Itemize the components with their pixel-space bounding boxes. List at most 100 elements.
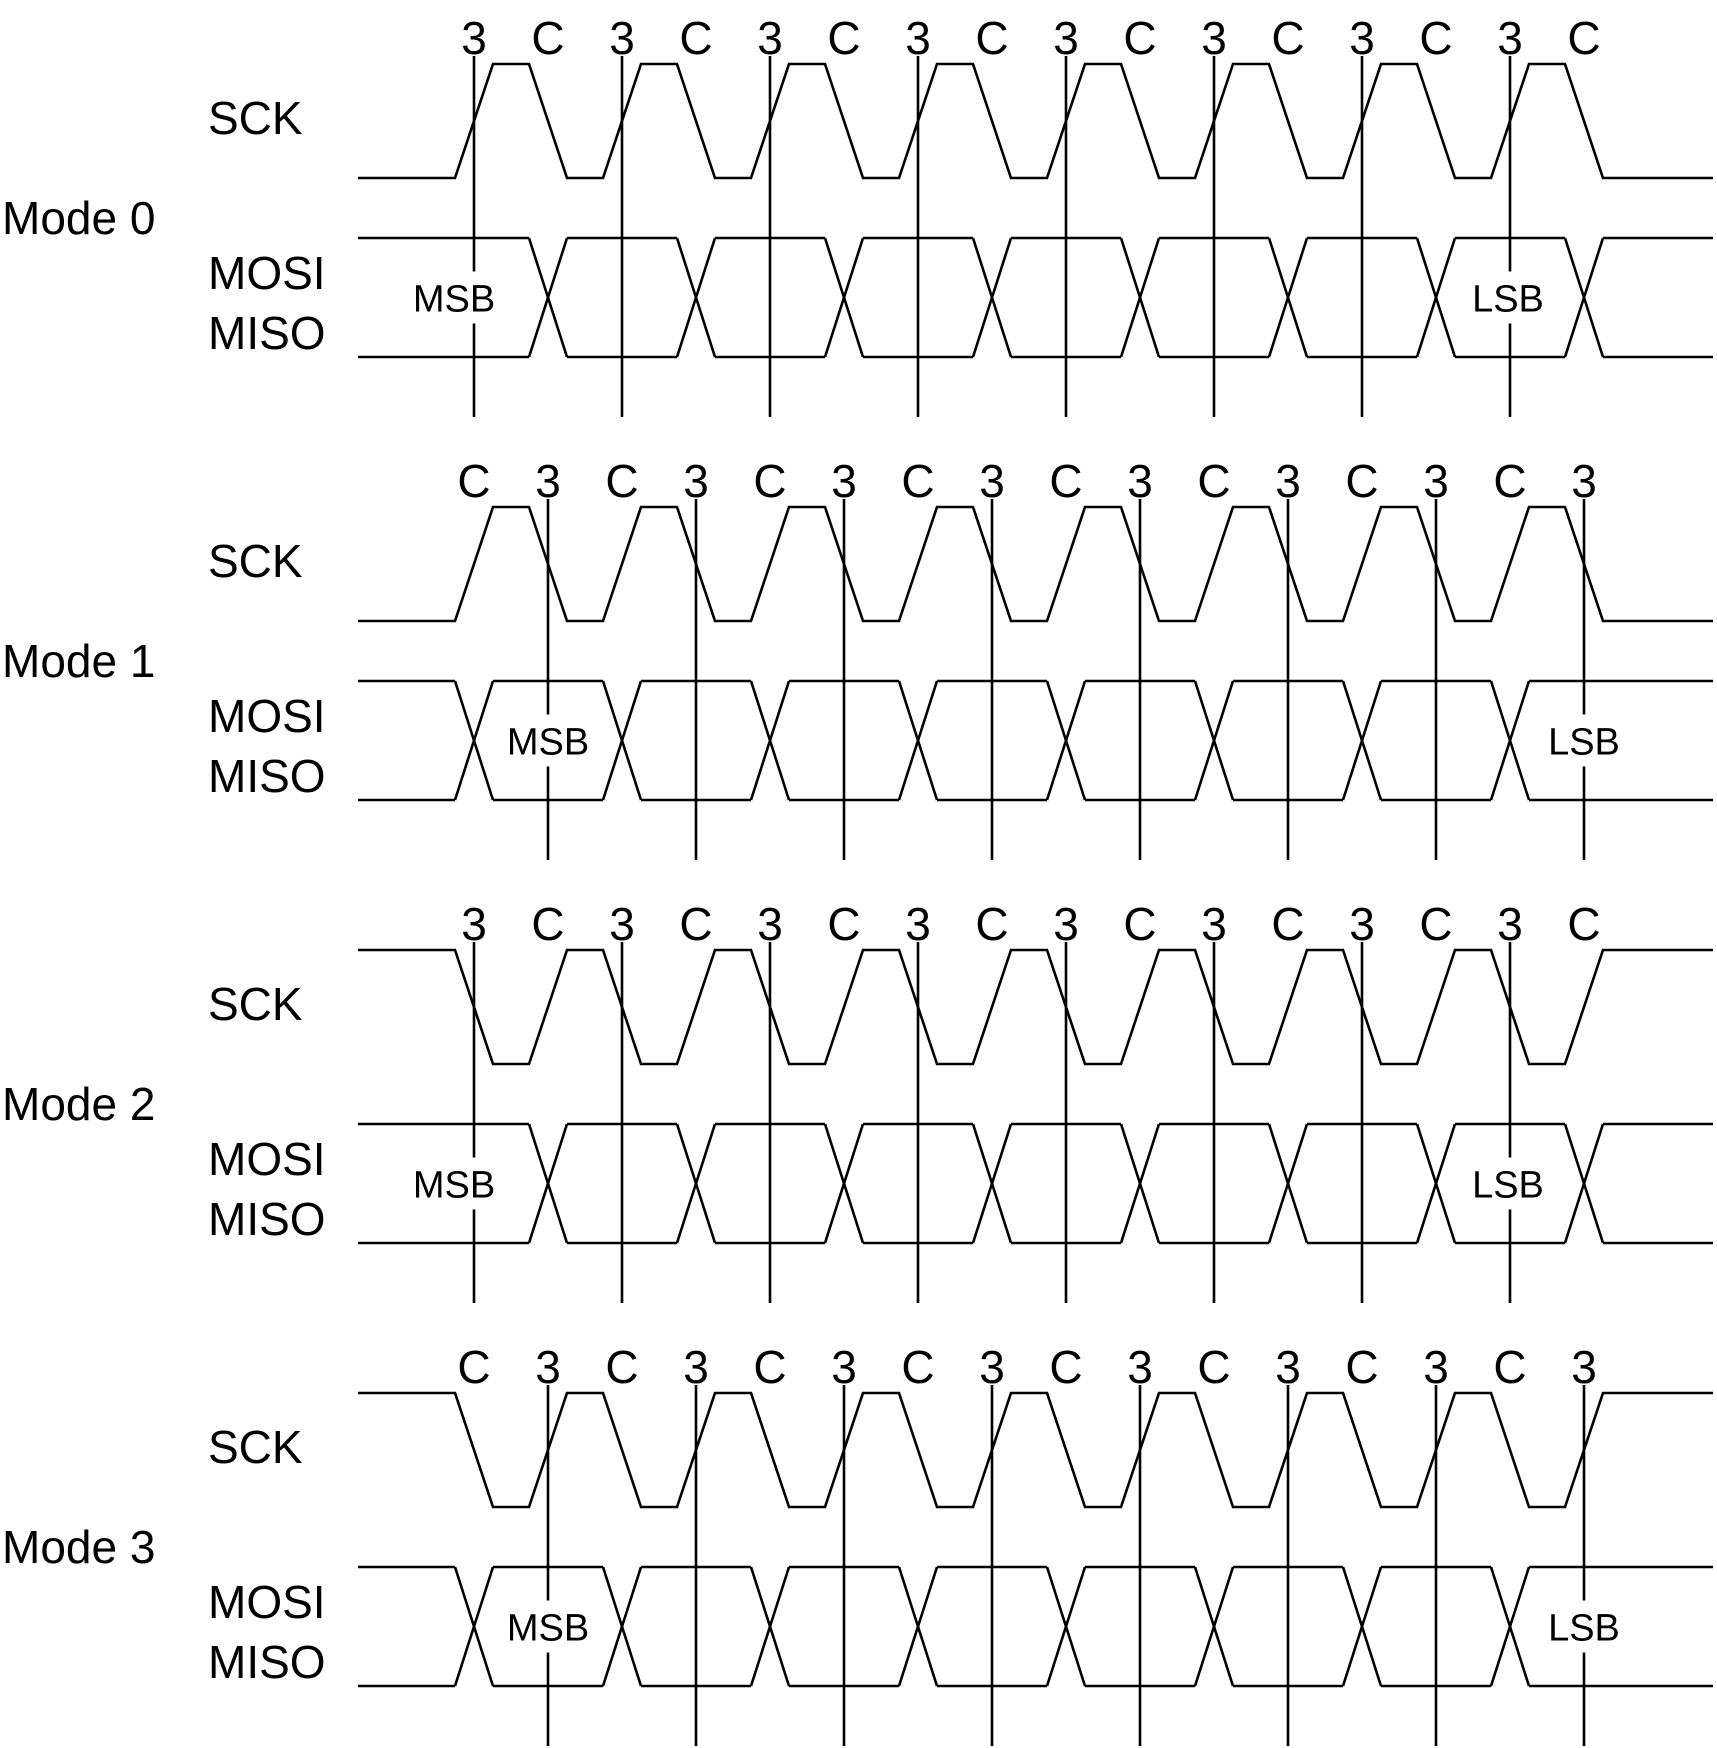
- edge-label: C: [753, 455, 786, 507]
- mode-label: Mode 1: [2, 635, 155, 687]
- mode-label: Mode 0: [2, 192, 155, 244]
- data-crossing: [1119, 1123, 1161, 1244]
- edge-label: C: [1493, 1341, 1526, 1393]
- msb-label: MSB: [413, 1165, 495, 1207]
- data-crossing: [1341, 1566, 1383, 1687]
- data-crossing: [1045, 680, 1087, 801]
- edge-label: C: [605, 1341, 638, 1393]
- edge-label: C: [1123, 898, 1156, 950]
- edge-label: C: [753, 1341, 786, 1393]
- data-crossing: [453, 1566, 495, 1687]
- sck-waveform: [358, 505, 1713, 623]
- msb-label: MSB: [507, 1608, 589, 1650]
- edge-label: 3: [1275, 1341, 1301, 1393]
- edge-label: 3: [461, 12, 487, 64]
- edge-label: C: [457, 455, 490, 507]
- sck-label: SCK: [208, 535, 303, 587]
- data-crossing: [601, 1566, 643, 1687]
- edge-label: C: [1049, 455, 1082, 507]
- data-crossing: [1563, 1123, 1605, 1244]
- edge-label: 3: [1497, 12, 1523, 64]
- edge-label: C: [1419, 898, 1452, 950]
- data-crossing: [823, 237, 865, 358]
- data-crossing: [749, 680, 791, 801]
- miso-label: MISO: [208, 750, 326, 802]
- data-crossing: [897, 1566, 939, 1687]
- edge-label: C: [1049, 1341, 1082, 1393]
- msb-label: MSB: [507, 722, 589, 764]
- mosi-label: MOSI: [208, 1576, 326, 1628]
- edge-label: C: [457, 1341, 490, 1393]
- edge-label: C: [901, 1341, 934, 1393]
- data-crossing: [675, 237, 717, 358]
- edge-label: 3: [1423, 1341, 1449, 1393]
- data-crossing: [1489, 680, 1531, 801]
- edge-label: 3: [757, 12, 783, 64]
- edge-label: C: [1271, 12, 1304, 64]
- edge-label: 3: [1349, 898, 1375, 950]
- edge-label: 3: [535, 455, 561, 507]
- sck-label: SCK: [208, 978, 303, 1030]
- edge-label: C: [679, 12, 712, 64]
- data-crossing: [1267, 1123, 1309, 1244]
- edge-label: C: [531, 12, 564, 64]
- lsb-label: LSB: [1548, 1608, 1620, 1650]
- edge-label: C: [827, 12, 860, 64]
- edge-label: C: [1271, 898, 1304, 950]
- edge-label: C: [1567, 12, 1600, 64]
- edge-label: 3: [1571, 455, 1597, 507]
- data-crossing: [601, 680, 643, 801]
- edge-label: 3: [461, 898, 487, 950]
- edge-label: 3: [979, 1341, 1005, 1393]
- edge-label: 3: [1349, 12, 1375, 64]
- edge-label: C: [1493, 455, 1526, 507]
- edge-label: C: [679, 898, 712, 950]
- data-crossing: [527, 1123, 569, 1244]
- edge-label: C: [1567, 898, 1600, 950]
- edge-label: 3: [757, 898, 783, 950]
- edge-label: 3: [1571, 1341, 1597, 1393]
- edge-label: 3: [1053, 12, 1079, 64]
- edge-label: C: [1345, 1341, 1378, 1393]
- edge-label: 3: [609, 898, 635, 950]
- data-crossing: [1267, 237, 1309, 358]
- edge-label: 3: [535, 1341, 561, 1393]
- edge-label: C: [1419, 12, 1452, 64]
- edge-label: C: [1197, 1341, 1230, 1393]
- edge-label: 3: [1275, 455, 1301, 507]
- edge-label: 3: [1201, 898, 1227, 950]
- data-crossing: [749, 1566, 791, 1687]
- miso-label: MISO: [208, 1636, 326, 1688]
- data-crossing: [1193, 680, 1235, 801]
- edge-label: C: [1197, 455, 1230, 507]
- data-crossing: [1119, 237, 1161, 358]
- edge-label: C: [1345, 455, 1378, 507]
- data-crossing: [971, 1123, 1013, 1244]
- data-crossing: [971, 237, 1013, 358]
- miso-label: MISO: [208, 1193, 326, 1245]
- edge-label: 3: [905, 12, 931, 64]
- edge-label: 3: [1423, 455, 1449, 507]
- sck-waveform: [358, 1391, 1713, 1509]
- data-crossing: [1563, 237, 1605, 358]
- edge-label: 3: [1201, 12, 1227, 64]
- mosi-label: MOSI: [208, 690, 326, 742]
- data-crossing: [1341, 680, 1383, 801]
- data-crossing: [1415, 1123, 1457, 1244]
- lsb-label: LSB: [1472, 1165, 1544, 1207]
- edge-label: C: [975, 12, 1008, 64]
- data-crossing: [675, 1123, 717, 1244]
- miso-label: MISO: [208, 307, 326, 359]
- data-crossing: [823, 1123, 865, 1244]
- sck-label: SCK: [208, 1421, 303, 1473]
- data-crossing: [527, 237, 569, 358]
- edge-label: C: [605, 455, 638, 507]
- lsb-label: LSB: [1472, 279, 1544, 321]
- edge-label: C: [901, 455, 934, 507]
- edge-label: C: [827, 898, 860, 950]
